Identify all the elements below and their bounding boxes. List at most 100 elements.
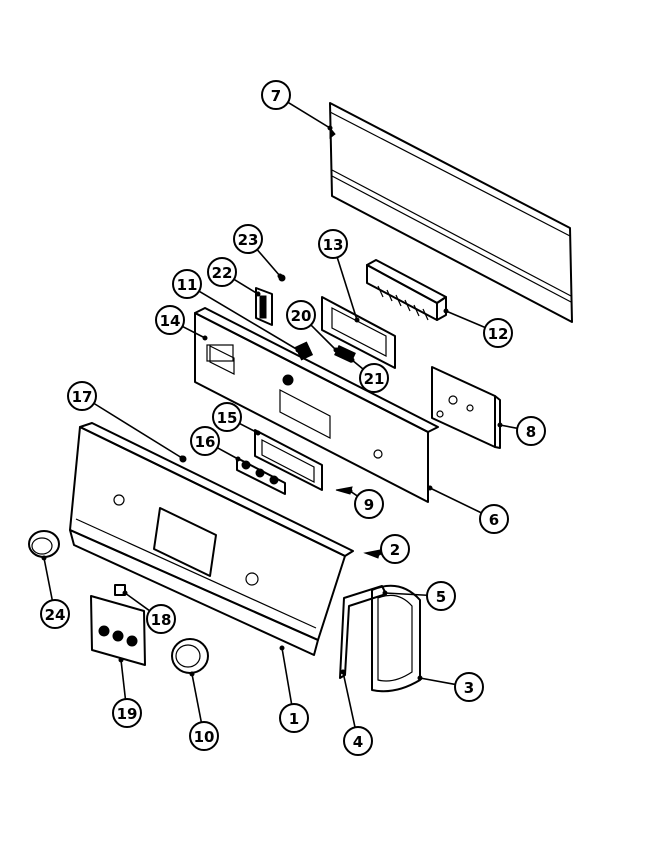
callout-10: 10: [189, 671, 219, 751]
callout-label: 19: [117, 705, 138, 723]
leader-tip: [382, 590, 388, 596]
callout-circle: [212, 402, 242, 432]
leader-line: [93, 402, 183, 459]
callout-circle: [483, 318, 513, 348]
leader-line: [336, 257, 358, 321]
leader-line: [429, 487, 482, 514]
leader-line: [182, 325, 206, 339]
callout-circle: [359, 363, 389, 393]
leader-line: [256, 249, 281, 277]
leader-line: [43, 557, 54, 601]
callout-circle: [172, 269, 202, 299]
leader-line: [191, 673, 203, 723]
callout-label: 10: [194, 728, 215, 746]
callout-label: 24: [45, 606, 66, 624]
callout-12: 12: [443, 308, 513, 348]
leader-tip: [497, 422, 503, 428]
callout-circle: [426, 581, 456, 611]
leader-line: [499, 424, 518, 430]
callout-circle: [112, 698, 142, 728]
part-button-bezel: [90, 584, 146, 666]
callout-label: 7: [271, 87, 281, 105]
leader-line: [198, 290, 299, 351]
leader-tip: [189, 671, 195, 677]
leader-line: [384, 592, 428, 597]
leader-line: [310, 324, 337, 351]
leader-tip: [255, 291, 261, 297]
callout-label: 20: [291, 307, 312, 325]
leader-line: [445, 310, 486, 329]
callout-label: 15: [217, 409, 238, 427]
callout-circle: [233, 224, 263, 254]
callout-21: 21: [349, 357, 389, 393]
callout-label: 6: [489, 511, 499, 529]
callout-circle: [318, 229, 348, 259]
leader-tip: [255, 430, 261, 436]
callout-circle: [343, 726, 373, 756]
part-timer: [431, 366, 501, 449]
leader-tip: [417, 675, 423, 681]
part-end-cap: [339, 584, 421, 693]
callout-label: 11: [177, 276, 198, 294]
callout-18: 18: [122, 590, 176, 634]
leader-tip: [295, 347, 301, 353]
leader-line: [342, 671, 356, 728]
part-control-panel-bracket: [194, 307, 439, 503]
callout-circle: [67, 381, 97, 411]
callout-label: 14: [160, 312, 181, 330]
callout-circle: [146, 604, 176, 634]
callout-label: 23: [238, 231, 259, 249]
callout-label: 5: [436, 588, 446, 606]
leader-line: [239, 422, 259, 434]
leader-tip: [279, 645, 285, 651]
callout-circle: [155, 305, 185, 335]
callout-circle: [190, 426, 220, 456]
callout-17: 17: [67, 381, 185, 461]
callout-label: 1: [289, 710, 299, 728]
leader-tip: [327, 125, 333, 131]
callout-label: 2: [390, 541, 400, 559]
leader-tip: [122, 590, 128, 596]
callout-circle: [261, 80, 291, 110]
callout-circle: [286, 300, 316, 330]
callout-circle: [479, 504, 509, 534]
callout-circle: [40, 599, 70, 629]
leader-tip: [277, 273, 283, 279]
callout-label: 18: [151, 611, 172, 629]
part-switch-bracket-small: [255, 274, 286, 326]
leader-tip: [340, 669, 346, 675]
callout-circle: [279, 703, 309, 733]
callout-5: 5: [382, 581, 456, 611]
callout-label: 13: [323, 236, 344, 254]
leader-tip: [235, 456, 241, 462]
part-push-button-switch: [366, 259, 447, 321]
leader-tip: [349, 357, 355, 363]
callout-14: 14: [155, 305, 208, 341]
leader-tip: [118, 657, 124, 663]
callout-label: 8: [526, 423, 536, 441]
callout-4: 4: [340, 669, 373, 756]
callout-label: 17: [72, 388, 93, 406]
callout-16: 16: [190, 426, 241, 462]
part-front-control-panel: [69, 422, 354, 656]
callout-6: 6: [427, 485, 509, 534]
callout-23: 23: [233, 224, 283, 279]
callout-13: 13: [318, 229, 360, 323]
leader-tip: [354, 317, 360, 323]
callout-20: 20: [286, 300, 339, 353]
leader-line: [216, 447, 239, 460]
leader-line: [120, 659, 127, 700]
callout-9: 9: [347, 488, 384, 519]
callout-label: 22: [212, 264, 233, 282]
callout-circle: [516, 416, 546, 446]
leader-tip: [427, 485, 433, 491]
callout-19: 19: [112, 657, 142, 728]
leader-line: [287, 101, 331, 129]
callout-15: 15: [212, 402, 261, 436]
callout-circle: [207, 257, 237, 287]
callout-3: 3: [417, 672, 484, 702]
callout-2: 2: [376, 534, 410, 564]
leader-line: [281, 647, 293, 705]
